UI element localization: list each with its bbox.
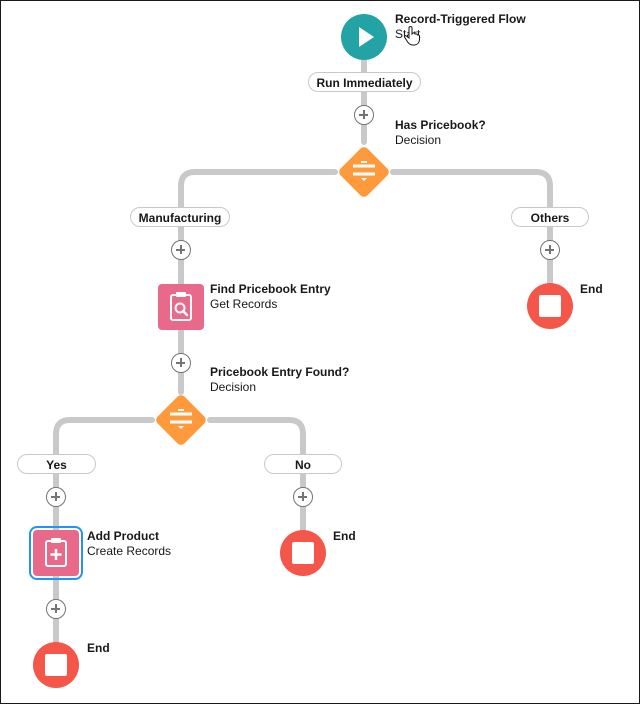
end-node[interactable] bbox=[33, 642, 79, 688]
create-records-subtitle: Create Records bbox=[87, 544, 172, 558]
branch-yes-pill[interactable]: Yes bbox=[17, 454, 96, 474]
run-immediately-pill[interactable]: Run Immediately bbox=[308, 72, 421, 92]
branch-manufacturing-pill[interactable]: Manufacturing bbox=[130, 207, 230, 227]
add-element-button[interactable] bbox=[171, 240, 191, 260]
get-records-node[interactable] bbox=[158, 284, 204, 330]
start-title: Record-Triggered Flow bbox=[395, 12, 526, 26]
decision2-title: Pricebook Entry Found? bbox=[210, 365, 350, 379]
add-element-button[interactable] bbox=[354, 105, 374, 125]
get-records-title: Find Pricebook Entry bbox=[210, 282, 331, 296]
stop-icon bbox=[539, 295, 561, 317]
get-records-subtitle: Get Records bbox=[210, 297, 278, 311]
create-records-title: Add Product bbox=[87, 529, 159, 543]
connector-decision2-left bbox=[53, 417, 155, 538]
decision2-subtitle: Decision bbox=[210, 380, 257, 394]
create-records-node[interactable] bbox=[29, 526, 83, 580]
branch-others-pill[interactable]: Others bbox=[511, 207, 589, 227]
add-element-button[interactable] bbox=[46, 599, 66, 619]
decision-has-pricebook[interactable] bbox=[333, 141, 395, 203]
add-element-button[interactable] bbox=[171, 353, 191, 373]
decision1-title: Has Pricebook? bbox=[395, 118, 486, 132]
end-label: End bbox=[333, 529, 356, 543]
end-label: End bbox=[87, 641, 110, 655]
end-node[interactable] bbox=[280, 530, 326, 576]
decision-icon bbox=[339, 147, 389, 197]
branch-no-pill[interactable]: No bbox=[264, 454, 342, 474]
connector-decision1-right bbox=[390, 169, 553, 291]
end-label: End bbox=[580, 282, 603, 296]
play-icon bbox=[359, 27, 374, 47]
stop-icon bbox=[45, 654, 67, 676]
connector-decision2-right bbox=[207, 417, 306, 540]
decision1-subtitle: Decision bbox=[395, 133, 442, 147]
decision-pricebook-entry-found[interactable] bbox=[150, 389, 212, 451]
add-element-button[interactable] bbox=[46, 487, 66, 507]
end-node[interactable] bbox=[527, 283, 573, 329]
hand-cursor-icon bbox=[403, 26, 420, 46]
add-element-button[interactable] bbox=[540, 240, 560, 260]
stop-icon bbox=[292, 542, 314, 564]
add-record-icon bbox=[45, 538, 67, 567]
add-element-button[interactable] bbox=[293, 487, 313, 507]
start-node[interactable] bbox=[341, 14, 387, 60]
search-icon bbox=[170, 292, 192, 321]
connector-decision1-left bbox=[178, 169, 338, 293]
decision-icon bbox=[156, 395, 206, 445]
